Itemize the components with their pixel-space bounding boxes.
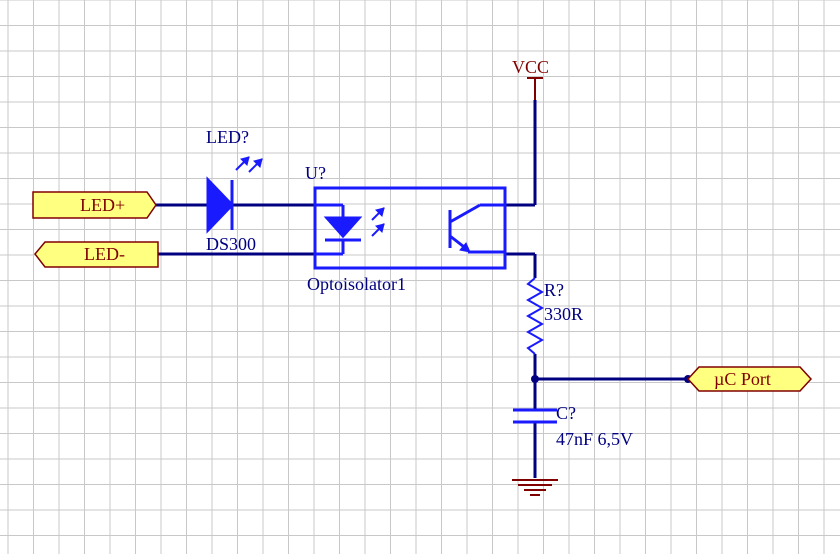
wires bbox=[156, 100, 688, 478]
ground-icon[interactable] bbox=[512, 479, 558, 496]
port-uc[interactable]: µC Port bbox=[686, 366, 813, 392]
opto-value: Optoisolator1 bbox=[307, 274, 406, 294]
port-led-minus-label: LED- bbox=[84, 244, 125, 264]
led-value: DS300 bbox=[206, 234, 256, 254]
junction-node bbox=[531, 375, 539, 383]
resistor-value: 330R bbox=[544, 304, 583, 324]
capacitor-value: 47nF 6,5V bbox=[556, 429, 633, 449]
capacitor-icon[interactable] bbox=[513, 408, 557, 424]
capacitor-designator: C? bbox=[556, 403, 576, 423]
resistor-designator: R? bbox=[544, 280, 564, 300]
port-uc-label: µC Port bbox=[714, 369, 771, 389]
opto-designator: U? bbox=[305, 163, 326, 183]
led-icon[interactable] bbox=[206, 156, 263, 234]
vcc-label: VCC bbox=[512, 57, 549, 77]
led-designator: LED? bbox=[206, 127, 249, 147]
port-led-plus-label: LED+ bbox=[80, 195, 125, 215]
vcc-icon[interactable] bbox=[527, 77, 543, 100]
resistor-icon[interactable] bbox=[525, 277, 545, 355]
optoisolator-icon[interactable] bbox=[313, 186, 507, 270]
port-led-minus[interactable]: LED- bbox=[34, 241, 159, 268]
port-led-plus[interactable]: LED+ bbox=[32, 191, 157, 219]
